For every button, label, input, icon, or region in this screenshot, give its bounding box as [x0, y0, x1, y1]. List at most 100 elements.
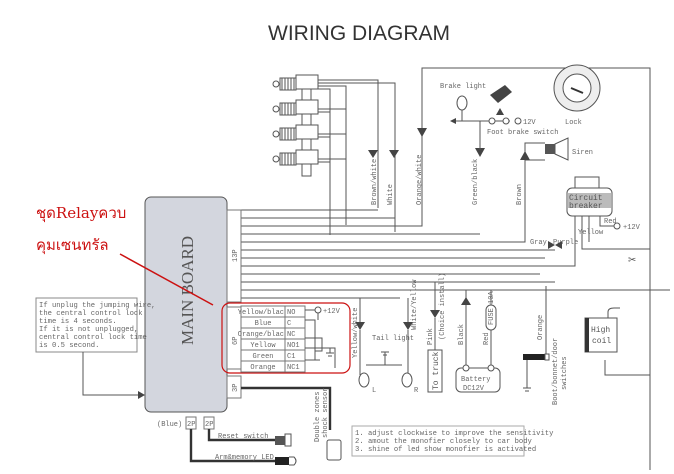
note-line: the central control lock: [39, 310, 143, 318]
foot-brake-switch: 12V Foot brake switch: [479, 85, 558, 150]
arrow-icon: [520, 151, 530, 160]
jumper-note: If unplug the jumping wire,the central c…: [35, 297, 155, 399]
reset-switch: Reset switch: [218, 433, 292, 447]
battery: FUSE 10A Battery DC12V Black Red: [455, 290, 501, 393]
actuator-2: [272, 99, 319, 127]
plus-12v-label: 12V: [523, 119, 536, 127]
wire-label-purple: Purple: [553, 239, 578, 247]
note-line: central control lock time: [39, 334, 147, 342]
tail-light-label: Tail light: [372, 335, 414, 343]
relay-terminal-label: C1: [287, 353, 295, 361]
brake-light-label: Brake light: [440, 83, 486, 91]
to-trunk-label: To truck: [432, 351, 441, 390]
relay-terminal-label: NC1: [287, 364, 300, 372]
relay-wire-label: Orange/black: [238, 331, 288, 339]
relay-supply-label: +12V: [323, 308, 341, 316]
arrow-icon: [475, 148, 485, 157]
wire-label-pink: Pink: [427, 328, 435, 345]
annotation-line-1: ชุดRelayควบ: [36, 204, 126, 223]
circuit-breaker-label-1: Circuit: [569, 194, 603, 203]
foot-brake-switch-label: Foot brake switch: [487, 129, 558, 137]
arm-memory-led: Arm&memory LED: [215, 454, 297, 466]
sensor-note-line: 2. amout the monofier closely to car bod…: [355, 438, 533, 446]
battery-label-1: Battery: [461, 376, 490, 384]
diagram-title: WIRING DIAGRAM: [268, 22, 450, 45]
circuit-breaker-label-2: breaker: [569, 202, 603, 211]
trunk-release: To truck Pink (Choice install): [427, 273, 447, 393]
scissors-icon: ✂: [628, 255, 636, 266]
main-board: MAIN BOARD 13P 6P 3P 2P (Blue) 2P: [144, 196, 332, 463]
door-switches-label-1: Boot/bonnet/door: [552, 338, 560, 405]
shock-sensor-label-2: shock sensor: [322, 388, 330, 438]
wire-label-yellow: Yellow: [578, 229, 604, 237]
connector-2p: 2P: [205, 421, 213, 429]
plus-12v-breaker-label: +12V: [623, 224, 641, 232]
actuator-1: [272, 74, 319, 102]
actuator-4: [272, 149, 319, 177]
siren: Siren: [524, 137, 593, 161]
thai-annotation: ชุดRelayควบ คุมเซนทรัล: [36, 204, 214, 306]
wire-label-white-yellow: White/Yellow: [411, 279, 419, 330]
note-line: If it is not unplugged,: [39, 326, 138, 334]
wire-label-red2: Red: [483, 332, 491, 345]
sensor-note: 1. adjust clockwise to improve the sensi…: [351, 425, 554, 457]
battery-label-2: DC12V: [463, 385, 485, 393]
shock-sensor: Double zones shock sensor: [314, 388, 342, 461]
arrow-icon: [417, 128, 427, 137]
tail-lights: Tail light L R Yellow/white White/Yellow: [352, 279, 419, 395]
relay-wire-label: Yellow: [250, 342, 276, 350]
note-line: If unplug the jumping wire,: [39, 302, 155, 310]
relay-wire-label: Green: [252, 353, 273, 361]
shock-sensor-label-1: Double zones: [314, 392, 322, 442]
annotation-pointer: [119, 253, 214, 306]
relay-wire-label: Blue: [255, 320, 272, 328]
note-line: time is 4 seconds.: [39, 318, 117, 326]
circuit-breaker: Circuit breaker +12V Red Yellow Gray Pur…: [530, 176, 650, 266]
wire-label-brown: Brown: [516, 184, 524, 205]
fuse-label: FUSE 10A: [488, 291, 496, 325]
fuse: [485, 304, 497, 331]
arrow-icon: [389, 150, 399, 158]
actuator-3: [272, 124, 319, 152]
connector-blue-label: (Blue): [157, 421, 182, 429]
connector-2p-blue: 2P: [187, 421, 195, 429]
door-lock-actuators: [272, 74, 399, 235]
wire-label-orange: Orange: [537, 315, 545, 340]
sensor-note-line: 3. shine of led show monofier is activat…: [355, 446, 536, 454]
wire-label-white: White: [387, 184, 395, 205]
note-line: is 0.5 second.: [39, 342, 99, 350]
arm-led-label: Arm&memory LED: [215, 454, 274, 462]
tail-light-right: R: [414, 387, 419, 395]
wire-label-red: Red: [604, 218, 617, 226]
high-coil-label-1: High: [591, 326, 610, 335]
relay-terminal-label: C: [287, 320, 291, 328]
relay-terminal-label: NO: [287, 309, 295, 317]
connector-6p: 6P: [232, 337, 240, 345]
relay-highlight: [221, 302, 351, 374]
ignition-lock: Lock: [553, 64, 601, 127]
reset-switch-label: Reset switch: [218, 433, 268, 441]
wire-label-orange-white: Orange/white: [416, 155, 424, 205]
high-coil: High coil: [584, 307, 650, 376]
relay-terminal-label: NO1: [287, 342, 300, 350]
main-wire-harness: [240, 67, 670, 470]
siren-label: Siren: [572, 149, 593, 157]
sensor-note-line: 1. adjust clockwise to improve the sensi…: [355, 430, 554, 438]
wire-label-brown-white: Brown/white: [371, 159, 379, 205]
relay-wire-label: Yellow/black: [238, 309, 288, 317]
wire-label-gray: Gray: [530, 239, 547, 247]
annotation-line-2: คุมเซนทรัล: [36, 236, 109, 255]
wire-label-black: Black: [458, 324, 466, 345]
high-coil-label-2: coil: [592, 337, 611, 346]
door-switches-label-2: switches: [561, 356, 569, 390]
brake-light: Brake light: [440, 83, 510, 124]
connector-3p: 3P: [232, 384, 240, 392]
tail-light-left: L: [372, 387, 376, 395]
relay-terminal-label: NC: [287, 331, 295, 339]
arrow-icon: [368, 150, 378, 158]
wire-label-green-black: Green/black: [472, 159, 480, 205]
lock-label: Lock: [565, 119, 582, 127]
connector-13p: 13P: [232, 249, 240, 262]
